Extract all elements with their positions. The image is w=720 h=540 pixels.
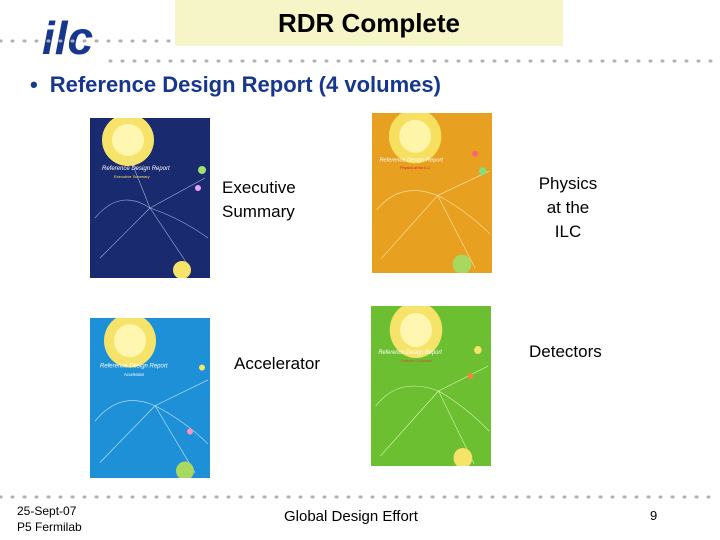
page-number: 9: [650, 508, 658, 523]
title-banner: RDR Complete: [175, 0, 563, 46]
svg-text:Detector Concepts: Detector Concepts: [401, 358, 432, 363]
svg-text:Physics at the ILC: Physics at the ILC: [400, 166, 430, 170]
bullet-marker: •: [30, 72, 38, 97]
svg-text:Reference Design Report: Reference Design Report: [100, 362, 168, 369]
footer-dotted-divider: [0, 495, 720, 499]
accelerator-cover: Reference Design Report Accelerator: [90, 318, 210, 478]
svg-text:Executive Summary: Executive Summary: [114, 174, 150, 179]
executive-summary-cover: Reference Design Report Executive Summar…: [90, 118, 210, 278]
svg-text:Reference Design Report: Reference Design Report: [379, 350, 443, 356]
detectors-label: Detectors: [529, 342, 602, 361]
bullet-text: Reference Design Report (4 volumes): [49, 72, 441, 97]
svg-text:Accelerator: Accelerator: [124, 372, 145, 377]
ilc-logo: ilc: [40, 10, 100, 66]
bullet-item: • Reference Design Report (4 volumes): [30, 72, 441, 98]
footer-center-text: Global Design Effort: [284, 508, 418, 525]
executive-summary-label: Executive Summary: [222, 178, 296, 221]
physics-label: Physics at the ILC: [538, 174, 598, 241]
footer-venue: P5 Fermilab: [17, 520, 82, 534]
slide-title: RDR Complete: [277, 7, 460, 38]
accelerator-label: Accelerator: [234, 354, 320, 373]
svg-text:Reference Design Report: Reference Design Report: [102, 166, 170, 172]
header-dotted-divider: [108, 59, 720, 63]
logo-text: ilc: [42, 12, 93, 64]
top-dotted-divider: [0, 39, 177, 43]
physics-cover: Reference Design Report Physics at the I…: [372, 113, 492, 273]
footer-date-venue: 25-Sept-07 P5 Fermilab: [17, 503, 82, 535]
detectors-cover: Reference Design Report Detector Concept…: [371, 306, 491, 466]
footer-date: 25-Sept-07: [17, 504, 77, 518]
svg-text:Reference Design Report: Reference Design Report: [380, 157, 444, 163]
